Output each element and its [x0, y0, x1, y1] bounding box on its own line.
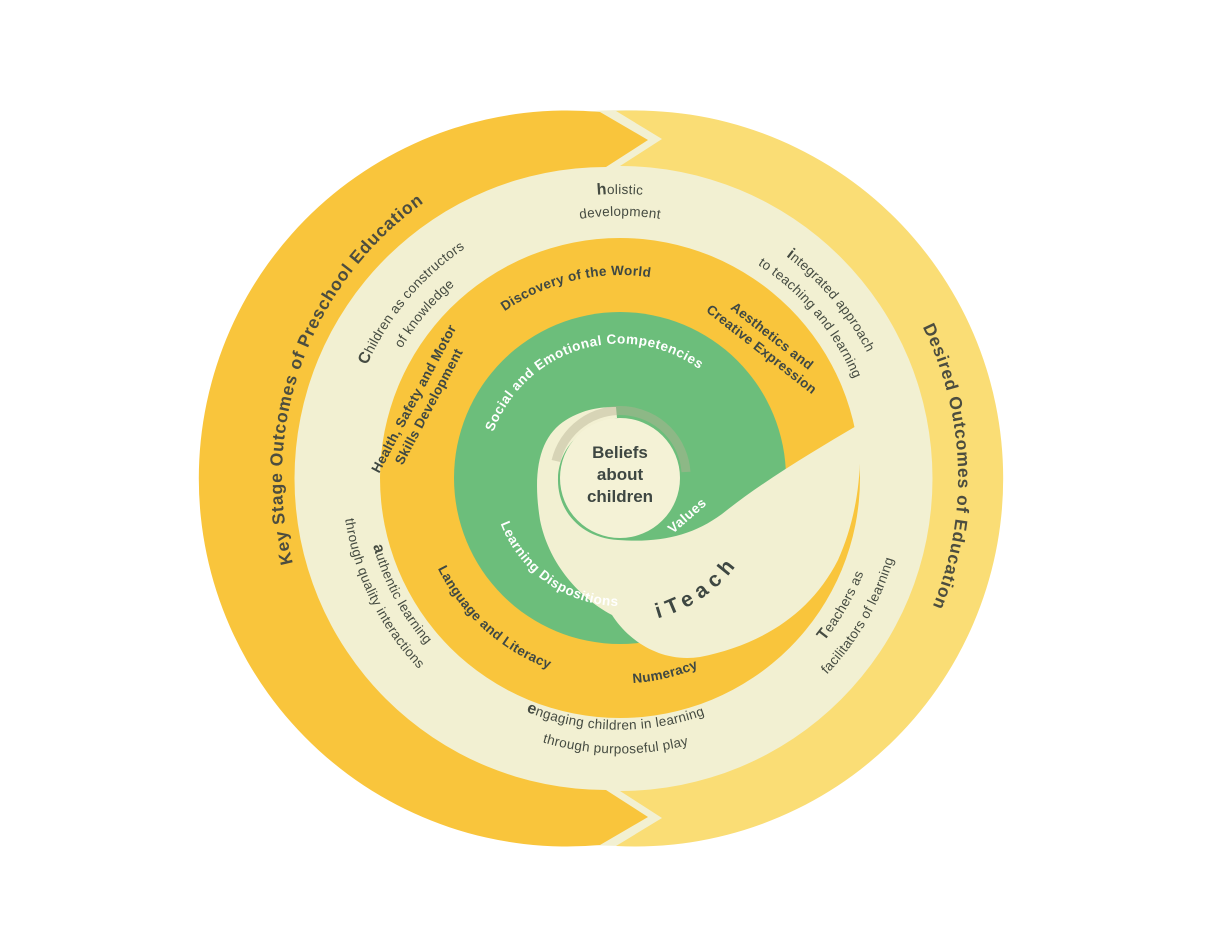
svg-text:Beliefs: Beliefs: [592, 443, 648, 462]
swirl-shape: [537, 407, 860, 658]
outer-ring-left-segment: [198, 110, 648, 847]
center-beliefs-text: Beliefs about children: [587, 443, 653, 506]
center-circle-shadow: [551, 406, 691, 473]
outer-ring-right-segment: [616, 110, 1004, 847]
svg-text:about: about: [597, 465, 644, 484]
svg-text:children: children: [587, 487, 653, 506]
label-holistic-development-line2: development: [578, 204, 662, 222]
center-circle: [560, 418, 680, 538]
label-holistic-development: holistic: [596, 181, 644, 199]
